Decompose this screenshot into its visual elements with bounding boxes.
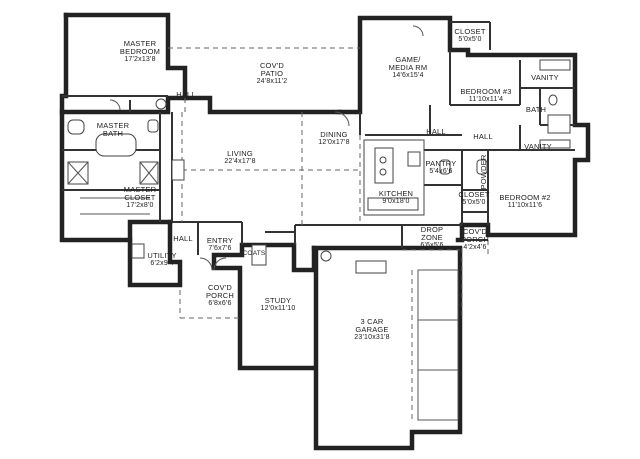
room-study: STUDY 12'0x11'10 (261, 297, 296, 313)
room-utility: UTILITY 6'2x9'4 (147, 252, 176, 268)
room-bath: BATH (526, 106, 546, 114)
room-dim: 23'10x31'8 (354, 334, 390, 341)
room-name: COATS (242, 250, 266, 257)
room-dim: 9'0x18'0 (382, 198, 410, 205)
room-powder: POWDER (479, 154, 488, 190)
room-name: POWDER (479, 154, 488, 190)
room-dim: 17'2x13'8 (124, 56, 156, 63)
room-name: CLOSET (454, 27, 486, 36)
room-entry: ENTRY 7'6x7'6 (207, 237, 233, 253)
room-name: BEDROOM #2 (499, 193, 551, 202)
room-closet-right: CLOSET 5'0x5'0 (458, 191, 489, 207)
room-bedroom-3: BEDROOM #3 11'10x11'4 (460, 88, 511, 104)
exterior-wall-living-north (182, 95, 343, 115)
room-game-media: GAME/MEDIA RM 14'6x15'4 (389, 56, 428, 80)
room-dim: 6'8x6'6 (208, 300, 232, 307)
room-name: BATH (525, 105, 547, 114)
room-vanity-right: VANITY (524, 143, 552, 151)
room-name: UTILITY (147, 251, 177, 260)
room-dim: 5'0x5'0 (458, 36, 482, 43)
room-name: KITCHEN (378, 189, 414, 198)
room-hall-top: HALL (176, 91, 196, 99)
room-dim: 7'6x7'6 (208, 245, 232, 252)
room-dim: 22'4x17'8 (224, 158, 256, 165)
exterior-wall-garage (311, 245, 463, 451)
room-dim: 14'6x15'4 (392, 72, 424, 79)
room-dim: 5'4x6'6 (429, 168, 453, 175)
room-pantry: PANTRY 5'4x6'6 (426, 160, 457, 176)
room-name: DINING (320, 130, 348, 139)
exterior-wall-master (59, 12, 188, 243)
room-name: HALL (176, 90, 196, 99)
room-bedroom-2: BEDROOM #2 11'10x11'6 (499, 194, 550, 210)
room-kitchen: KITCHEN 9'0x18'0 (379, 190, 413, 206)
room-dim: 12'0x17'8 (318, 139, 350, 146)
room-name: STUDY (264, 296, 292, 305)
room-name: LIVING (227, 149, 253, 158)
exterior-wall-master-left (59, 12, 69, 115)
room-dim: 4'2x4'6 (463, 244, 487, 251)
room-dim: 5'0x5'0 (462, 199, 486, 206)
room-name: HALL (426, 127, 446, 136)
exterior-wall-study (211, 242, 317, 371)
room-hall-left: HALL (173, 235, 193, 243)
room-living: LIVING 22'4x17'8 (224, 150, 255, 166)
room-dim: 17'2x8'0 (126, 202, 154, 209)
exterior-wall-utility (127, 219, 183, 288)
room-closet-top: CLOSET 5'0x5'0 (454, 28, 485, 44)
room-name: VANITY (524, 142, 552, 151)
room-name: GAME/MEDIA RM (388, 55, 428, 72)
room-vanity-top: VANITY (531, 74, 559, 82)
exterior-wall-game (337, 15, 591, 238)
room-dim: 12'0x11'10 (260, 305, 296, 312)
room-name: VANITY (531, 73, 559, 82)
room-name: BEDROOM #3 (460, 87, 512, 96)
room-dining: DINING 12'0x17'8 (318, 131, 349, 147)
room-dim: 6'2x9'4 (150, 260, 174, 267)
room-name: HALL (473, 132, 493, 141)
room-name: CLOSET (458, 190, 490, 199)
room-coats: COATS (243, 250, 266, 258)
room-dim: 11'10x11'4 (468, 96, 504, 103)
room-dim: 24'8x11'2 (256, 78, 288, 85)
room-dim: 6'6x5'6 (420, 242, 444, 249)
room-hall-right: HALL (473, 133, 493, 141)
room-name: PANTRY (425, 159, 457, 168)
room-name: ENTRY (206, 236, 234, 245)
room-name: HALL (173, 234, 193, 243)
room-hall-mid: HALL (426, 128, 446, 136)
room-dim: 11'10x11'6 (507, 202, 543, 209)
